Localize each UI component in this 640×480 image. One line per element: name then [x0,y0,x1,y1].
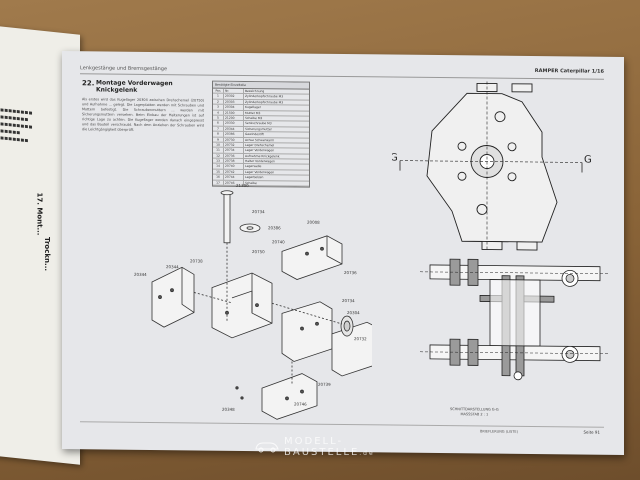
parts-table-cell: Sicherungsmutter [245,126,272,131]
part-label: 21300 [236,183,249,188]
page-number: Seite 91 [583,429,600,435]
parts-table-cell: Scheibe M3 [245,115,263,121]
parts-table-cell: 20732 [224,142,244,148]
parts-table-cell: Aufnahme Knickgelenk [245,153,280,159]
parts-table: Benötigte Einzelteile Pos Nr. Bezeichnun… [212,80,310,188]
parts-table-cell: 8 [213,131,224,137]
parts-table-cell: 20740 [224,164,244,169]
part-label: 20386 [268,225,281,230]
part-label: 20732 [354,336,367,341]
parts-table-cell: Kugellager [245,105,261,110]
parts-table-cell: 20302 [224,94,244,99]
section-title: Montage Vorderwagen Knickgelenk [96,79,173,94]
parts-table-cell: 11 [213,147,224,153]
parts-table-cell: 20730 [224,137,244,142]
manual-page: Lenkgestänge und Bremsgestänge RAMPER Ca… [62,51,624,455]
footer-mid: BRIEFLERUNG (LISTE) [480,429,518,434]
watermark: MODELL- BAUSTELLE.de [254,436,375,458]
parts-table-cell: 20734 [224,148,244,153]
section-number: 22. [82,79,95,88]
left-page-side-text: Trockn... [43,236,52,272]
part-label: 20740 [272,239,285,244]
parts-table-cell: 9 [213,137,224,142]
parts-table-cell: 20736 [224,153,244,159]
section-view-drawing [420,258,610,381]
section-title-line2: Knickgelenk [96,86,138,94]
part-label: 20348 [222,407,235,412]
parts-table-cell: Lagerwelle [245,164,262,169]
parts-table-cell: 6 [213,120,224,126]
parts-table-cell: 13 [213,158,224,164]
part-label: 20750 [252,249,265,254]
top-view-drawing: G G [392,81,592,252]
parts-table-cell: 14 [213,164,224,169]
exploded-assembly-drawing: 21300 20734 20386 20740 20008 20750 2034… [134,183,372,420]
parts-table-cell: 12 [213,153,224,158]
part-label: 20734 [252,209,265,214]
part-label: 20304 [347,310,360,315]
part-label: 20344 [134,272,147,277]
part-label: 20739 [318,382,331,387]
part-label: 20344 [166,264,179,269]
parts-table-cell: 21500 [224,110,244,115]
parts-table-cell: 20738 [224,158,244,164]
parts-table-cell: Halter Vorderwagen [245,159,275,164]
parts-table-cell: 20304 [224,104,244,110]
section-mark-right: G [584,155,592,166]
part-label: 20738 [190,258,203,263]
parts-table-cell: 1 [213,94,224,99]
parts-table-cell: 4 [213,110,224,115]
watermark-line1: MODELL- [284,436,344,447]
part-label: 20746 [294,401,307,406]
part-label: 20008 [307,220,320,225]
parts-table-cell: 20344 [224,126,244,132]
parts-table-cell: 5 [213,115,224,121]
parts-table-cell: Zylinderkopfschraube M3 [245,94,284,99]
caption-line2: MASSSTAB 2 : 1 [460,412,489,417]
header-rule [80,73,604,80]
parts-table-cell: 3 [213,104,224,110]
parts-table-cell: 20330 [224,121,244,126]
header-right: RAMPER Caterpillar 1/16 [534,68,604,75]
header-left: Lenkgestänge und Bremsgestänge [80,65,168,73]
parts-table-cell: Achse Schwenkarm [245,137,275,142]
part-label: 20736 [344,270,357,275]
parts-table-cell: 2 [213,99,224,104]
section-caption: SCHNITTDARSTELLUNG G-G MASSSTAB 2 : 1 [450,407,499,418]
left-page-heading: 17. Mont... [35,192,44,236]
parts-table-cell: Gewindestift [245,132,264,137]
part-label: 20734 [342,298,355,303]
watermark-car-icon [254,438,280,457]
parts-table-cell: Lager Drehschemel [245,142,275,148]
left-page-text: ▪▪▪▪▪▪▪▪▪▪▪▪▪▪▪▪▪▪▪▪▪▪▪▪▪▪▪▪▪▪▪▪▪▪▪ [0,106,33,145]
parts-table-cell: 10 [213,142,224,148]
parts-table-cell: Lager Vorderwagen [245,148,275,153]
instruction-text: Als erstes wird das Kugellager 20304 zwi… [82,97,204,132]
watermark-line2: BAUSTELLE.de [284,447,375,458]
parts-table-cell: 21200 [224,115,244,121]
section-mark-left: G [392,152,398,163]
parts-table-cell: Zylinderkopfschraube M3 [245,99,284,105]
parts-table-cell: 7 [213,126,224,131]
parts-table-cell: Senkschraube M3 [245,121,272,126]
parts-table-cell: 20303 [224,99,244,105]
parts-table-cell: Mutter M3 [245,110,261,115]
parts-table-cell: 20386 [224,131,244,137]
